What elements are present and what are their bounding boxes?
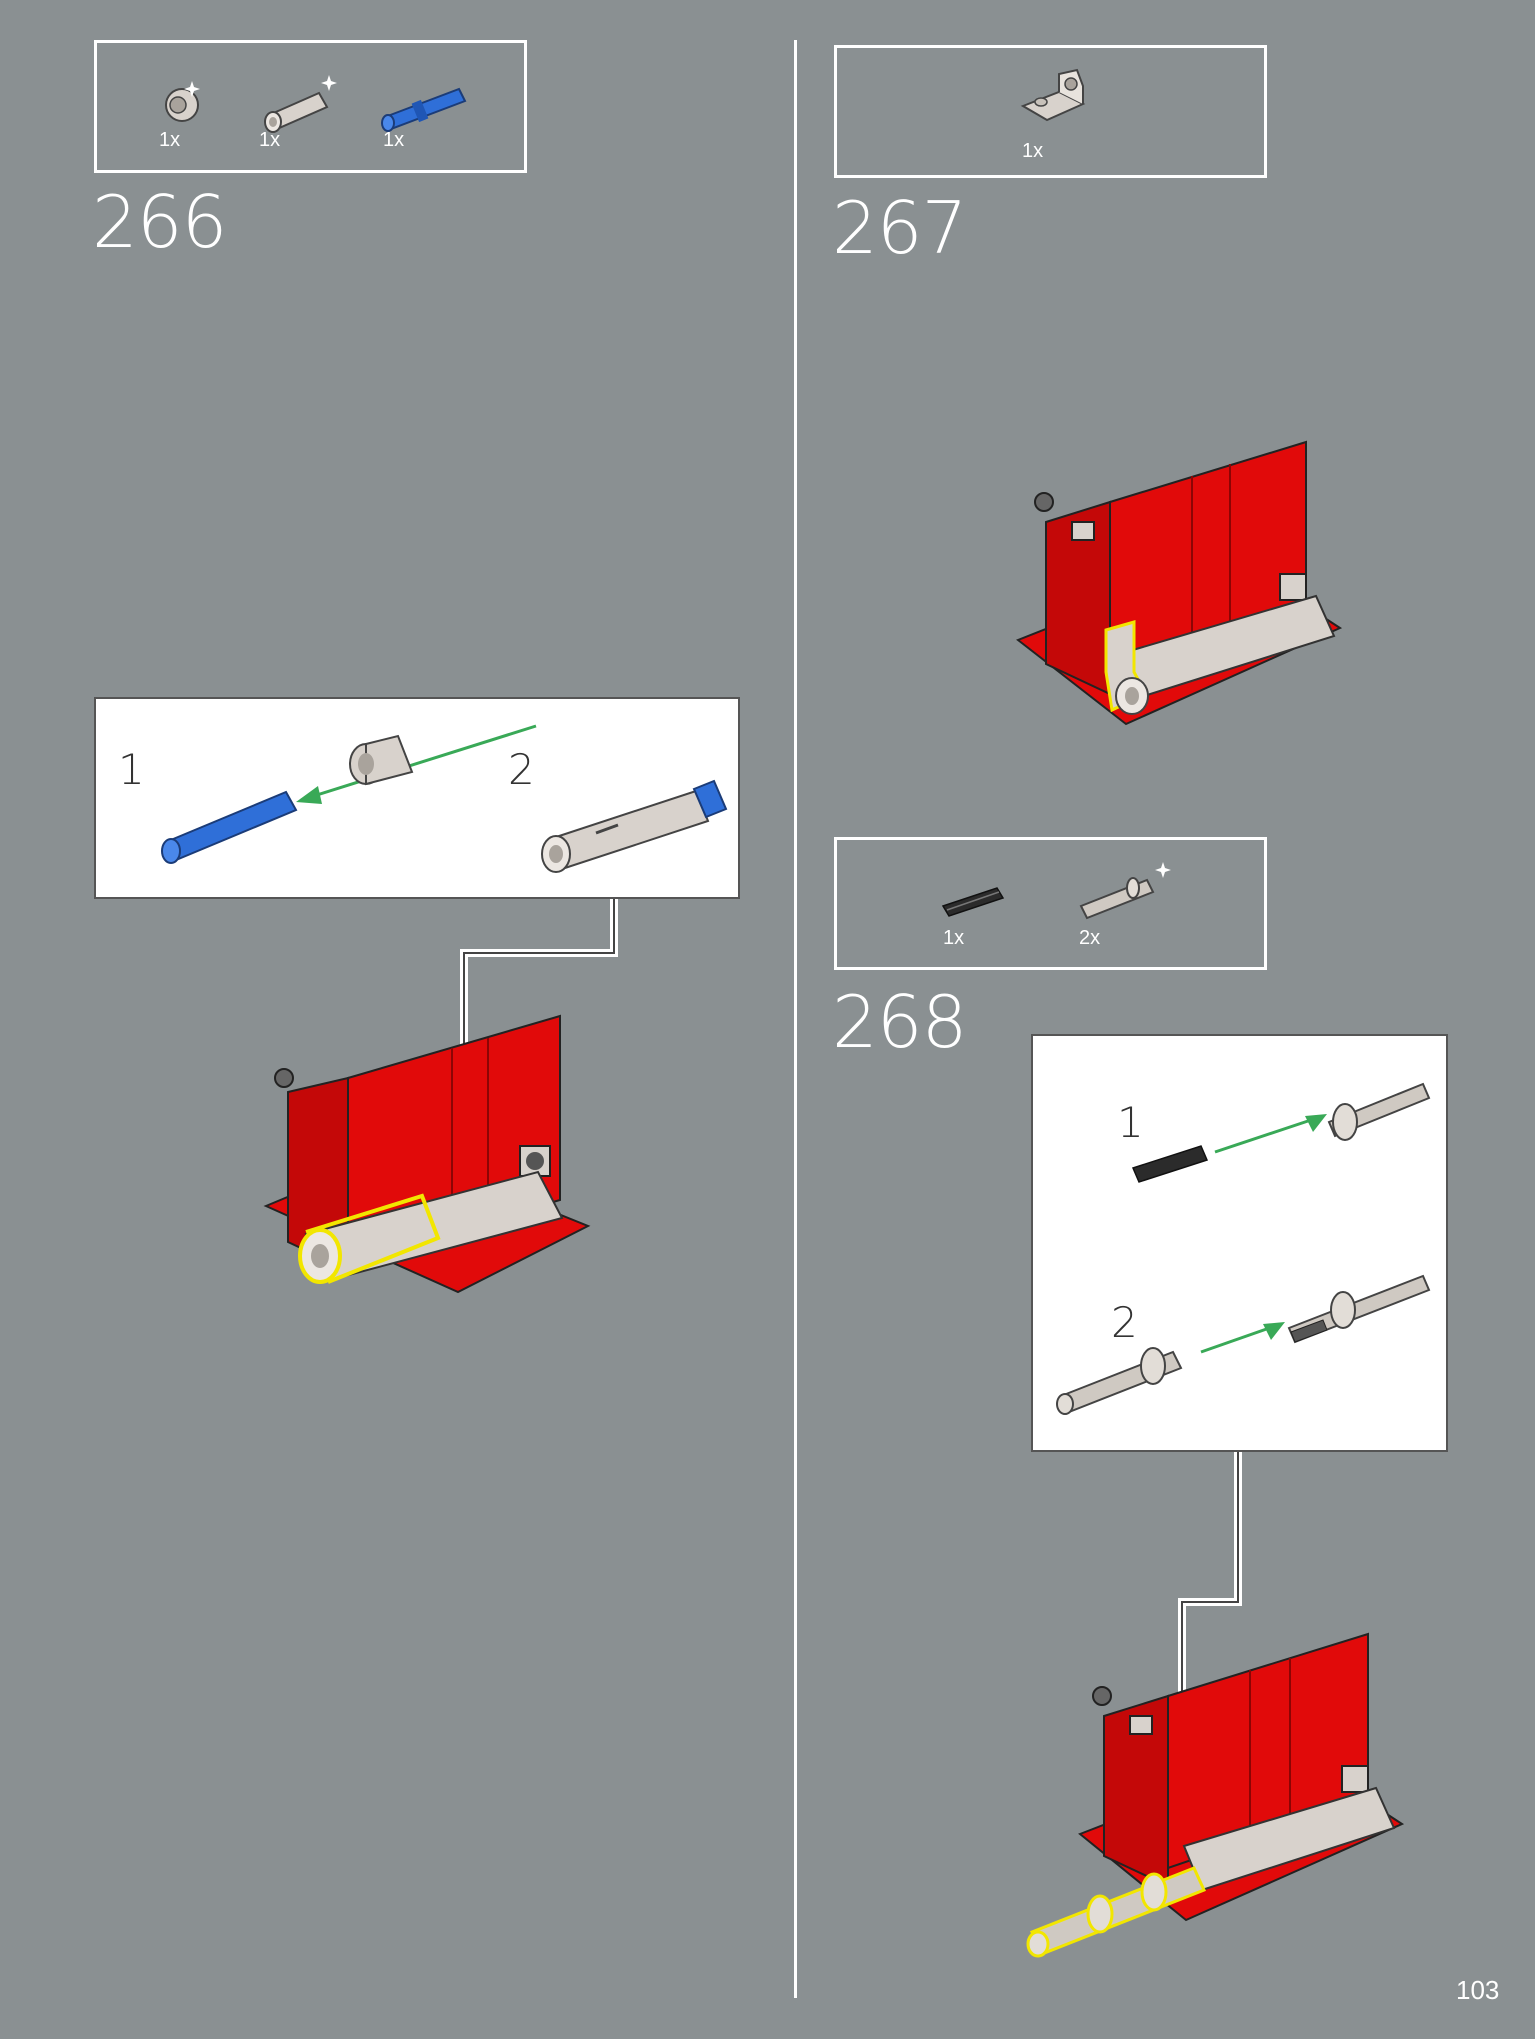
subassembly-box-266: 1 2 bbox=[94, 697, 740, 899]
substep-number: 1 bbox=[118, 745, 145, 794]
pin-hole-plate-icon bbox=[1020, 68, 1086, 122]
step-number-266: 266 bbox=[92, 180, 227, 264]
part-qty: 2x bbox=[1079, 927, 1101, 949]
model-268 bbox=[1026, 1632, 1405, 1958]
pin-connector-icon bbox=[264, 75, 337, 133]
bush-icon bbox=[165, 81, 200, 122]
substep-1-illustration bbox=[1131, 1082, 1431, 1183]
model-266 bbox=[263, 1014, 591, 1294]
substep-1-illustration bbox=[161, 724, 537, 864]
substep-number: 1 bbox=[1117, 1098, 1144, 1147]
blue-pin-icon bbox=[381, 87, 467, 132]
part-qty: 1x bbox=[159, 129, 181, 151]
substep-number: 2 bbox=[508, 745, 535, 794]
subassembly-box-268: 1 2 bbox=[1031, 1034, 1448, 1452]
parts-box-268: 1x 2x bbox=[834, 837, 1267, 970]
column-divider bbox=[794, 40, 797, 1998]
substep-2-illustration bbox=[541, 779, 728, 873]
parts-box-267: 1x bbox=[834, 45, 1267, 178]
part-qty: 1x bbox=[383, 129, 405, 151]
parts-box-266: 1x 1x 1x bbox=[94, 40, 527, 173]
part-qty: 1x bbox=[943, 927, 965, 949]
substep-2-illustration bbox=[1056, 1274, 1431, 1415]
model-267 bbox=[1016, 440, 1343, 726]
part-qty: 1x bbox=[1022, 140, 1044, 162]
axle-pin-icon bbox=[1079, 862, 1171, 920]
page-number: 103 bbox=[1456, 1975, 1500, 2005]
substep-number: 2 bbox=[1111, 1298, 1138, 1347]
part-qty: 1x bbox=[259, 129, 281, 151]
axle-icon bbox=[941, 887, 1005, 917]
step-number-268: 268 bbox=[832, 980, 967, 1064]
step-number-267: 267 bbox=[832, 186, 967, 270]
